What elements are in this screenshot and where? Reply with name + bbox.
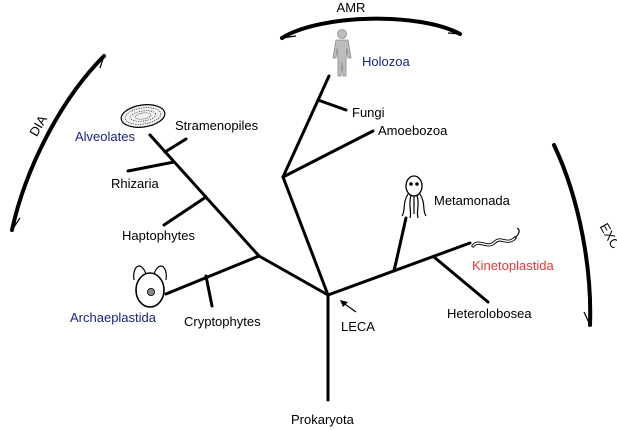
branch-amorphea-to-holozoa bbox=[281, 74, 331, 179]
taxon-fungi: Fungi bbox=[352, 105, 385, 120]
branch-leca-to-excavata bbox=[326, 241, 472, 297]
dia-bracket bbox=[10, 54, 106, 232]
branch-heterolobosea bbox=[432, 255, 490, 304]
taxon-metamonada: Metamonada bbox=[434, 193, 511, 208]
trypanosome-icon bbox=[471, 227, 520, 248]
taxon-kinetoplastida: Kinetoplastida bbox=[472, 258, 554, 273]
branch-metamonada bbox=[392, 216, 408, 273]
branch-amoebozoa bbox=[281, 129, 375, 179]
branch-leca-to-amorphea bbox=[281, 175, 330, 297]
taxon-amoebozoa: Amoebozoa bbox=[378, 123, 448, 138]
amr-bracket-tick-right bbox=[447, 32, 461, 35]
giardia-icon bbox=[401, 175, 427, 219]
branch-leca-to-diaphoretickes bbox=[257, 254, 330, 297]
branch-cryptophytes bbox=[204, 274, 214, 308]
algae-icon bbox=[133, 265, 167, 308]
human-icon bbox=[332, 29, 352, 77]
tree-branches bbox=[126, 74, 490, 402]
branch-haptophytes bbox=[162, 195, 208, 227]
branch-archaeplastida bbox=[164, 254, 261, 296]
branch-stramenopiles bbox=[163, 137, 188, 154]
taxon-prokaryota: Prokaryota bbox=[291, 412, 355, 427]
amr-bracket-tick-left bbox=[281, 35, 297, 39]
taxon-haptophytes: Haptophytes bbox=[122, 228, 195, 243]
dia-bracket-tick-bottom bbox=[11, 217, 21, 231]
dia-bracket-tick-top bbox=[99, 55, 105, 69]
branch-rhizaria bbox=[126, 160, 176, 173]
taxon-alveolates: Alveolates bbox=[75, 129, 135, 144]
taxon-rhizaria: Rhizaria bbox=[111, 176, 159, 191]
branch-sar-stem bbox=[148, 133, 261, 258]
taxon-holozoa: Holozoa bbox=[362, 54, 410, 69]
taxon-archaeplastida: Archaeplastida bbox=[70, 310, 157, 325]
exc-bracket bbox=[552, 143, 593, 327]
taxon-cryptophytes: Cryptophytes bbox=[184, 314, 261, 329]
amr-bracket bbox=[280, 16, 462, 40]
ciliate-icon bbox=[120, 104, 166, 128]
branch-fungi bbox=[316, 98, 348, 112]
taxon-leca: LECA bbox=[341, 319, 375, 334]
exc-bracket-tick-top bbox=[553, 144, 561, 157]
taxon-heterolobosea: Heterolobosea bbox=[447, 306, 532, 321]
exc-label: EXC bbox=[597, 220, 617, 251]
exc-bracket-tick-bottom bbox=[583, 311, 591, 326]
amr-label: AMR bbox=[337, 0, 366, 15]
leca-arrow bbox=[340, 300, 357, 313]
taxon-stramenopiles: Stramenopiles bbox=[175, 118, 259, 133]
